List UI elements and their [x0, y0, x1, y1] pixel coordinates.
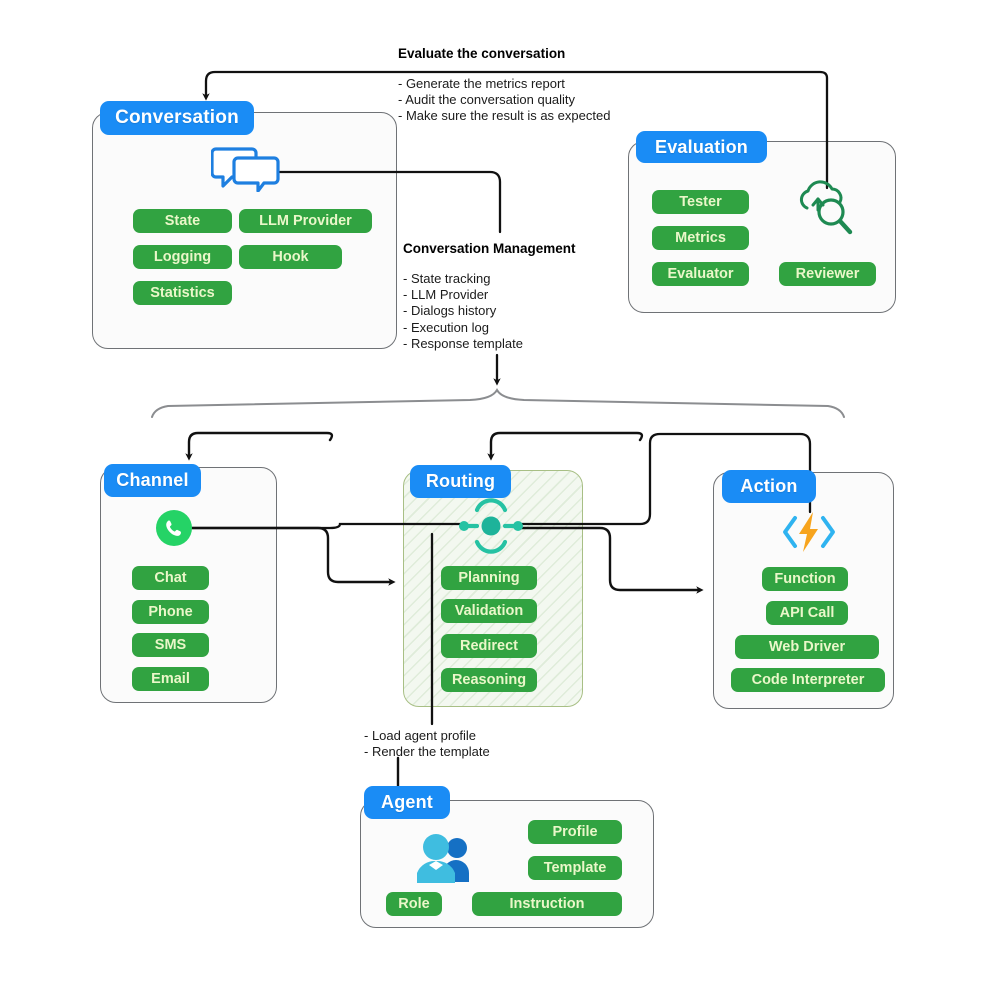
pill-sms[interactable]: SMS	[132, 633, 209, 657]
pill-reasoning[interactable]: Reasoning	[441, 668, 537, 692]
pill-profile[interactable]: Profile	[528, 820, 622, 844]
annotation-agent-list: - Load agent profile - Render the templa…	[364, 728, 490, 760]
pill-template[interactable]: Template	[528, 856, 622, 880]
panel-title-agent[interactable]: Agent	[364, 786, 450, 819]
annotation-line: - State tracking	[403, 271, 491, 286]
pill-instruction[interactable]: Instruction	[472, 892, 622, 916]
annotation-line: - Generate the metrics report	[398, 76, 565, 91]
pill-role[interactable]: Role	[386, 892, 442, 916]
annotation-line: - Execution log	[403, 319, 489, 335]
annotation-conversation-management: Conversation Management - State tracking…	[403, 241, 576, 352]
wire-brace-to-channel	[185, 431, 334, 461]
annotation-line: - Dialogs history	[403, 303, 497, 319]
pill-reviewer[interactable]: Reviewer	[779, 262, 876, 286]
pill-evaluator[interactable]: Evaluator	[652, 262, 749, 286]
annotation-management-title: Conversation Management	[403, 241, 576, 256]
users-icon	[412, 830, 474, 886]
pill-statistics[interactable]: Statistics	[133, 281, 232, 305]
annotation-line: - Make sure the result is as expected	[398, 108, 611, 124]
annotation-line: - Render the template	[364, 744, 490, 760]
pill-hook[interactable]: Hook	[239, 245, 342, 269]
pill-tester[interactable]: Tester	[652, 190, 749, 214]
panel-title-action[interactable]: Action	[722, 470, 816, 503]
brace-connector	[151, 387, 845, 418]
panel-title-routing[interactable]: Routing	[410, 465, 511, 498]
pill-metrics[interactable]: Metrics	[652, 226, 749, 250]
annotation-evaluate: Evaluate the conversation - Generate the…	[398, 46, 610, 125]
pill-web-driver[interactable]: Web Driver	[735, 635, 879, 659]
routing-node-icon	[456, 497, 526, 555]
pill-llm-provider[interactable]: LLM Provider	[239, 209, 372, 233]
annotation-line: - Audit the conversation quality	[398, 92, 576, 108]
pill-planning[interactable]: Planning	[441, 566, 537, 590]
pill-code-interpreter[interactable]: Code Interpreter	[731, 668, 885, 692]
pill-api-call[interactable]: API Call	[766, 601, 848, 625]
pill-logging[interactable]: Logging	[133, 245, 232, 269]
pill-function[interactable]: Function	[762, 567, 848, 591]
annotation-evaluate-title: Evaluate the conversation	[398, 46, 566, 61]
cloud-magnifier-icon	[793, 176, 857, 240]
pill-email[interactable]: Email	[132, 667, 209, 691]
panel-title-evaluation[interactable]: Evaluation	[636, 131, 767, 163]
annotation-line: - Response template	[403, 335, 523, 351]
pill-state[interactable]: State	[133, 209, 232, 233]
pill-phone[interactable]: Phone	[132, 600, 209, 624]
annotation-line: - Load agent profile	[364, 728, 477, 743]
panel-title-channel[interactable]: Channel	[104, 464, 201, 497]
annotation-agent-notes: - Load agent profile - Render the templa…	[364, 728, 490, 760]
lightning-code-icon	[780, 508, 838, 556]
annotation-management-list: - State tracking - LLM Provider - Dialog…	[403, 271, 576, 352]
chat-bubbles-icon	[210, 144, 281, 193]
annotation-line: - LLM Provider	[403, 287, 489, 303]
panel-title-conversation[interactable]: Conversation	[100, 101, 254, 135]
pill-validation[interactable]: Validation	[441, 599, 537, 623]
whatsapp-icon	[155, 509, 193, 547]
wire-brace-to-routing	[487, 431, 644, 461]
pill-redirect[interactable]: Redirect	[441, 634, 537, 658]
annotation-evaluate-list: - Generate the metrics report - Audit th…	[398, 76, 610, 125]
pill-chat[interactable]: Chat	[132, 566, 209, 590]
